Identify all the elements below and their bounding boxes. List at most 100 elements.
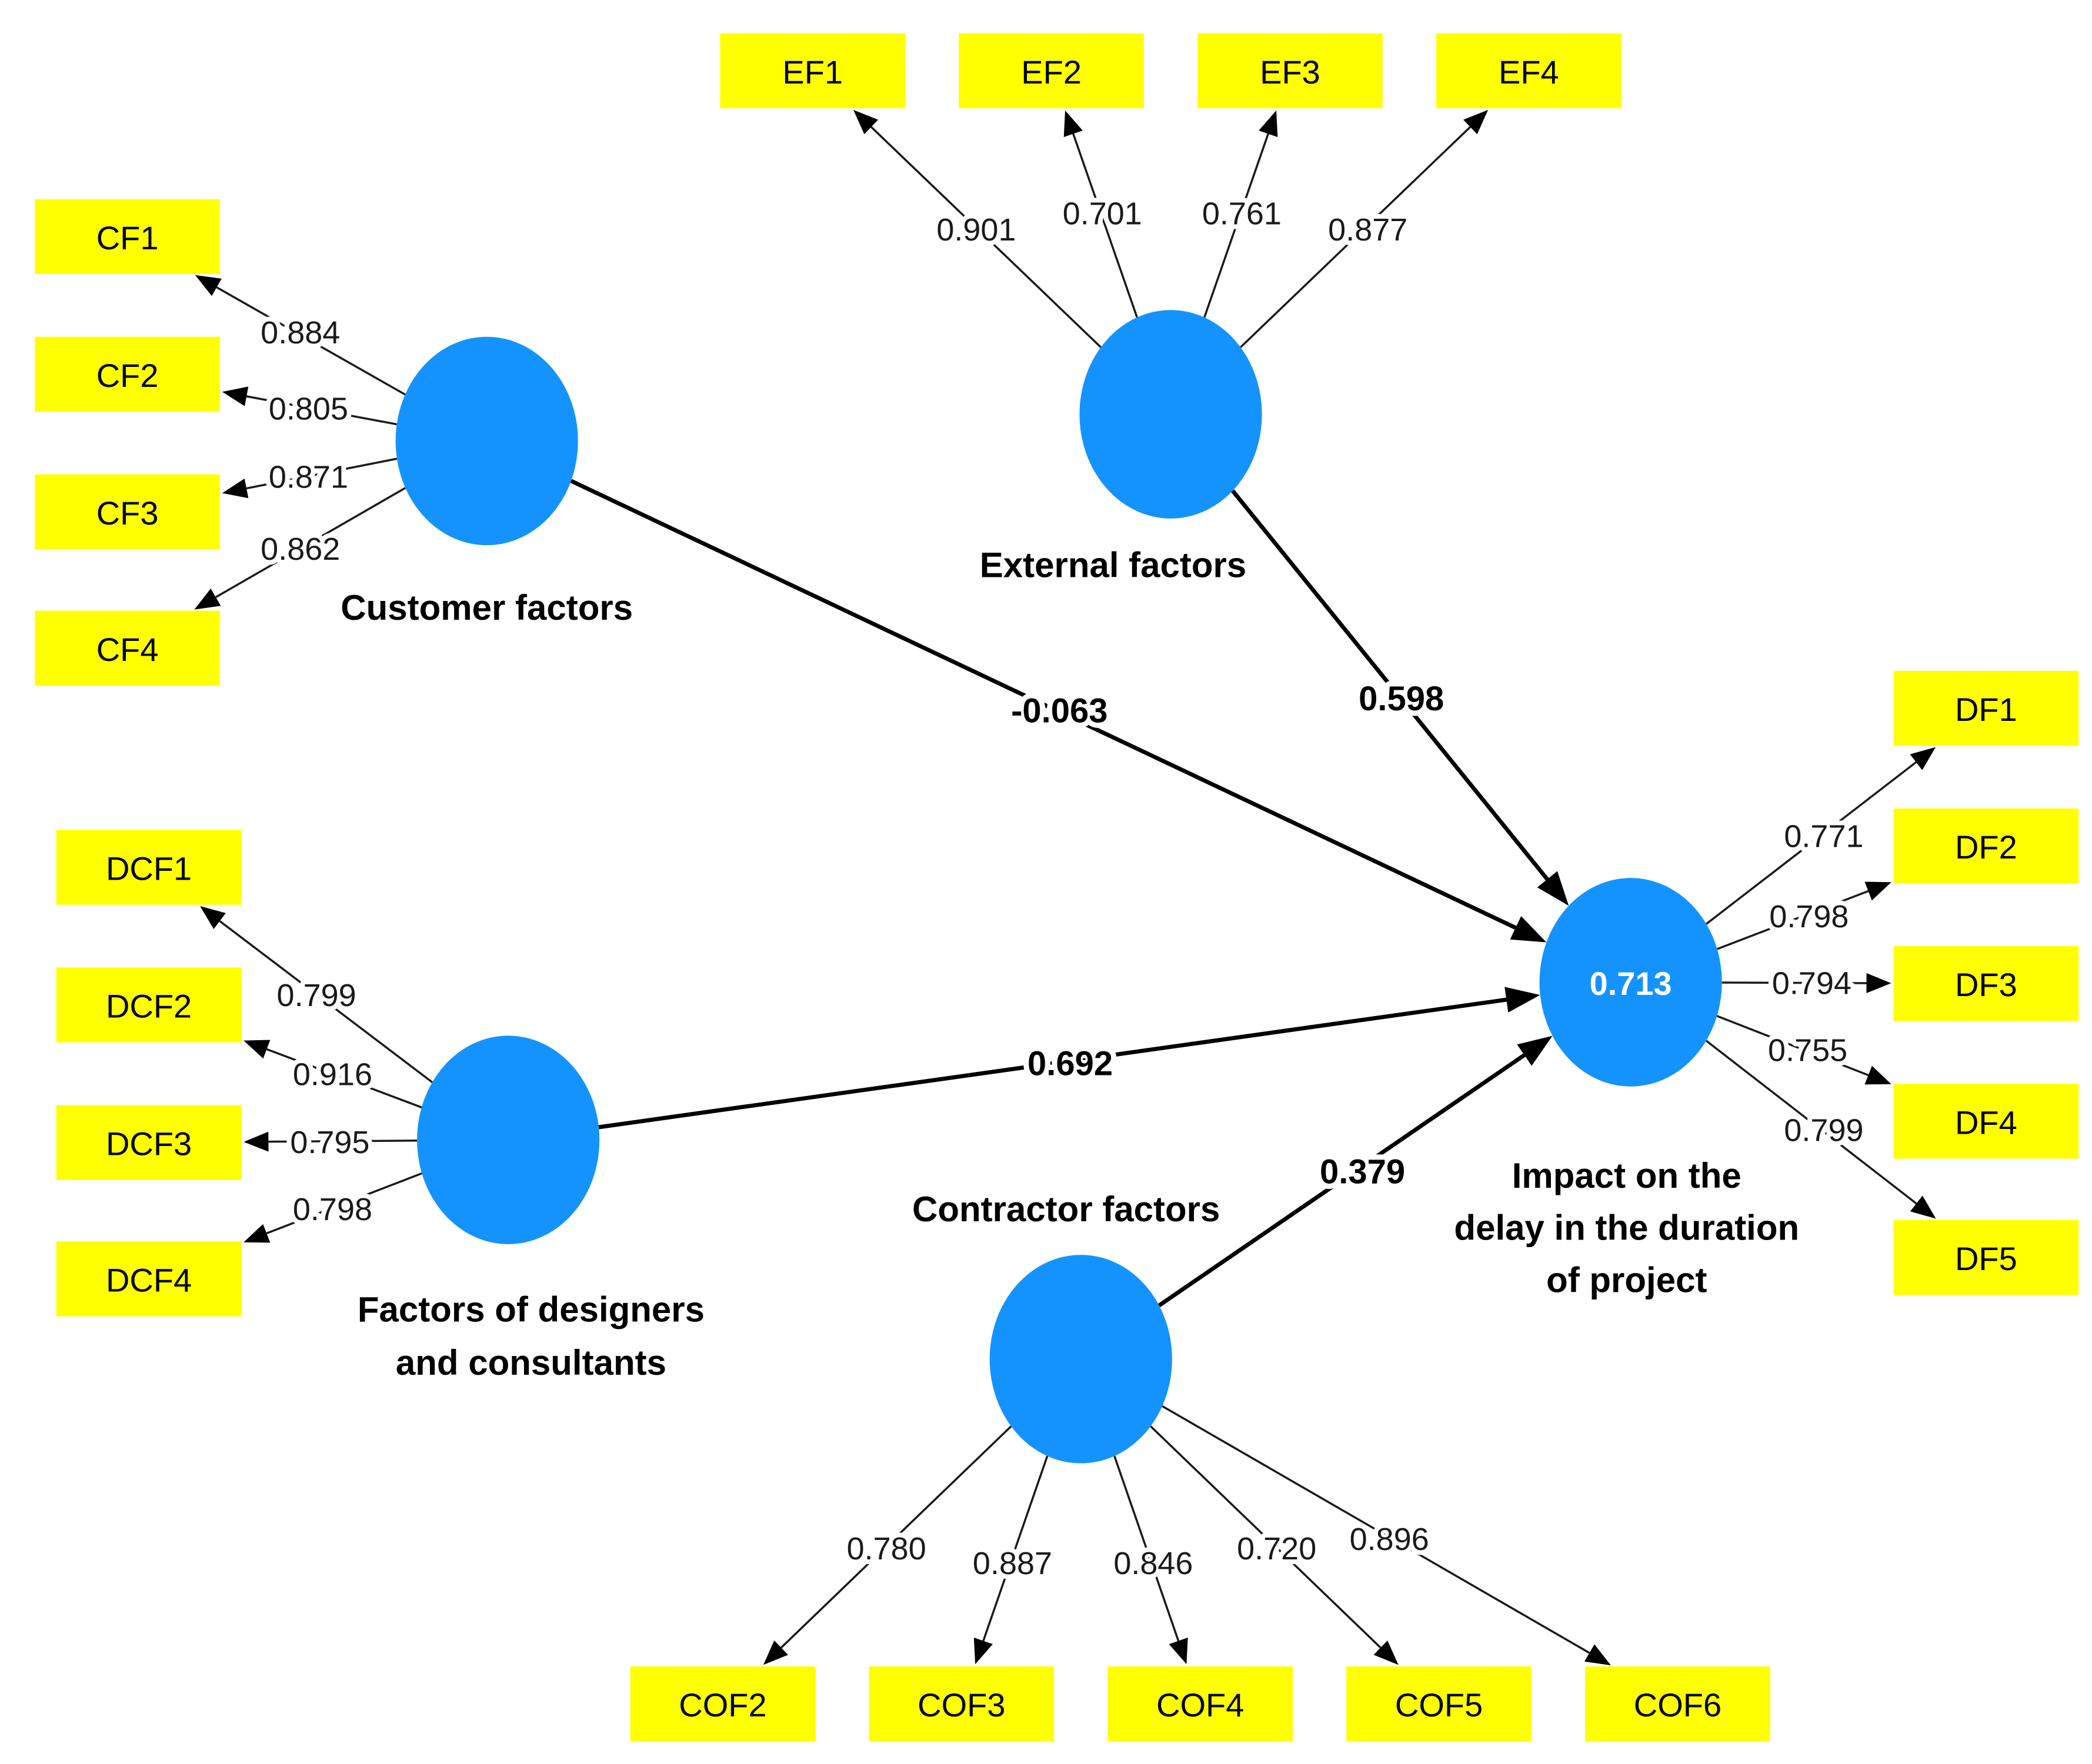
df-latent-label: delay in the duration xyxy=(1454,1208,1799,1248)
df-loading-arrowhead xyxy=(1864,881,1891,901)
indicator-box[interactable]: CF2 xyxy=(35,336,220,412)
loading-value: 0.780 xyxy=(847,1531,926,1566)
loading-value: 0.755 xyxy=(1768,1033,1847,1068)
indicator-box[interactable]: CF3 xyxy=(35,474,220,550)
df-latent-node[interactable] xyxy=(1539,878,1722,1087)
cf-latent-label: Customer factors xyxy=(341,588,633,627)
indicator-box[interactable]: COF5 xyxy=(1346,1666,1532,1742)
indicator-label: COF2 xyxy=(679,1686,766,1723)
indicator-box[interactable]: DF2 xyxy=(1893,808,2079,884)
cof-loading-line xyxy=(1162,1405,1590,1654)
indicator-label: DF5 xyxy=(1955,1240,2017,1277)
indicator-box[interactable]: DF4 xyxy=(1893,1084,2079,1159)
loading-value: 0.799 xyxy=(1784,1113,1863,1148)
df-loading-arrowhead xyxy=(1864,1065,1891,1085)
cf-path-arrowhead xyxy=(1510,916,1547,943)
indicator-label: DCF3 xyxy=(106,1125,192,1162)
r-squared-value: 0.713 xyxy=(1590,965,1672,1002)
cof-to-df-path xyxy=(1157,1053,1526,1308)
path-coefficient: 0.598 xyxy=(1359,680,1444,718)
loading-value: 0.798 xyxy=(1769,899,1849,934)
cof-loading-arrowhead xyxy=(763,1640,788,1665)
ef-loading-arrowhead xyxy=(1063,110,1083,138)
dcf-loading-arrowhead xyxy=(200,906,226,929)
loading-value: 0.877 xyxy=(1328,212,1407,248)
cof-latent-node[interactable] xyxy=(989,1255,1172,1464)
indicator-label: DCF2 xyxy=(106,988,192,1025)
path-coefficient: -0.063 xyxy=(1011,692,1107,730)
loading-value: 0.805 xyxy=(269,391,348,426)
indicator-box[interactable]: CF1 xyxy=(35,199,220,274)
indicator-box[interactable]: DF5 xyxy=(1893,1220,2079,1295)
indicator-box[interactable]: DCF2 xyxy=(56,967,242,1043)
indicator-box[interactable]: EF2 xyxy=(959,33,1144,109)
cof-loading-arrowhead xyxy=(973,1638,993,1665)
dcf-latent-node[interactable] xyxy=(417,1035,600,1244)
loading-value: 0.846 xyxy=(1113,1546,1193,1581)
indicator-box[interactable]: COF4 xyxy=(1107,1666,1293,1742)
cof-loading-line xyxy=(982,1455,1049,1642)
ef-loading-arrowhead xyxy=(1463,109,1489,135)
indicator-label: DF4 xyxy=(1955,1104,2017,1141)
indicator-box[interactable]: DF3 xyxy=(1893,946,2079,1021)
indicator-box[interactable]: EF1 xyxy=(720,33,906,109)
cf-loading-line xyxy=(215,487,406,599)
cf-loading-line xyxy=(246,395,397,426)
indicator-label: CF2 xyxy=(96,357,159,394)
ef-latent-node[interactable] xyxy=(1079,310,1262,519)
df-loading-arrowhead xyxy=(1910,747,1936,770)
df-loading-arrowhead xyxy=(1866,973,1891,993)
indicator-label: DF1 xyxy=(1955,691,2017,728)
cf-loading-arrowhead xyxy=(194,588,221,610)
df-loading-line xyxy=(1705,1040,1917,1205)
indicator-label: CF3 xyxy=(96,495,159,532)
indicator-label: COF6 xyxy=(1634,1686,1721,1723)
df-loading-line xyxy=(1706,761,1917,925)
cof-loading-line xyxy=(1150,1425,1382,1649)
indicator-box[interactable]: EF3 xyxy=(1197,33,1383,109)
loading-value: 0.896 xyxy=(1350,1522,1429,1557)
cf-loading-arrowhead xyxy=(222,478,249,499)
loading-value: 0.771 xyxy=(1784,819,1863,854)
cof-loading-arrowhead xyxy=(1584,1644,1611,1666)
loading-value: 0.761 xyxy=(1202,196,1282,232)
loading-value: 0.720 xyxy=(1237,1531,1316,1566)
indicator-label: CF1 xyxy=(96,219,159,256)
dcf-latent-label: and consultants xyxy=(396,1343,666,1382)
ef-loading-arrowhead xyxy=(853,109,879,135)
indicator-label: DCF4 xyxy=(106,1262,192,1299)
indicator-box[interactable]: DCF1 xyxy=(56,830,242,905)
path-coefficient: 0.379 xyxy=(1320,1153,1405,1191)
indicator-box[interactable]: DCF4 xyxy=(56,1241,242,1317)
indicator-box[interactable]: COF2 xyxy=(630,1666,816,1742)
indicator-box[interactable]: EF4 xyxy=(1436,33,1621,109)
indicator-box[interactable]: CF4 xyxy=(35,610,220,686)
indicator-label: COF5 xyxy=(1395,1686,1483,1723)
indicator-box[interactable]: COF6 xyxy=(1585,1666,1770,1742)
indicator-label: COF4 xyxy=(1156,1686,1244,1723)
indicator-label: CF4 xyxy=(96,631,159,668)
cof-path-arrowhead xyxy=(1517,1035,1553,1066)
dcf-loading-arrowhead xyxy=(243,1224,271,1243)
df-loading-line xyxy=(1716,1015,1869,1077)
ef-loading-arrowhead xyxy=(1259,110,1278,138)
loading-value: 0.916 xyxy=(293,1057,372,1092)
indicator-box[interactable]: COF3 xyxy=(869,1666,1055,1742)
path-coefficient: 0.692 xyxy=(1027,1045,1113,1083)
indicator-box[interactable]: DCF3 xyxy=(56,1105,242,1180)
loading-value: 0.884 xyxy=(261,315,340,350)
indicator-box[interactable]: DF1 xyxy=(1893,670,2079,746)
dcf-loading-line xyxy=(268,1140,418,1143)
dcf-loading-arrowhead xyxy=(243,1040,271,1059)
cf-latent-node[interactable] xyxy=(395,336,578,546)
loading-value: 0.871 xyxy=(269,459,348,495)
loading-value: 0.798 xyxy=(293,1192,372,1227)
ef-loading-line xyxy=(1203,133,1269,318)
ef-to-df-path xyxy=(1231,489,1549,881)
indicator-label: EF2 xyxy=(1021,54,1082,91)
dcf-path-arrowhead xyxy=(1504,987,1540,1013)
indicator-label: EF4 xyxy=(1499,54,1559,91)
loading-value: 0.799 xyxy=(277,978,356,1013)
df-latent-label: Impact on the xyxy=(1512,1156,1741,1195)
ef-loading-line xyxy=(870,126,1102,348)
